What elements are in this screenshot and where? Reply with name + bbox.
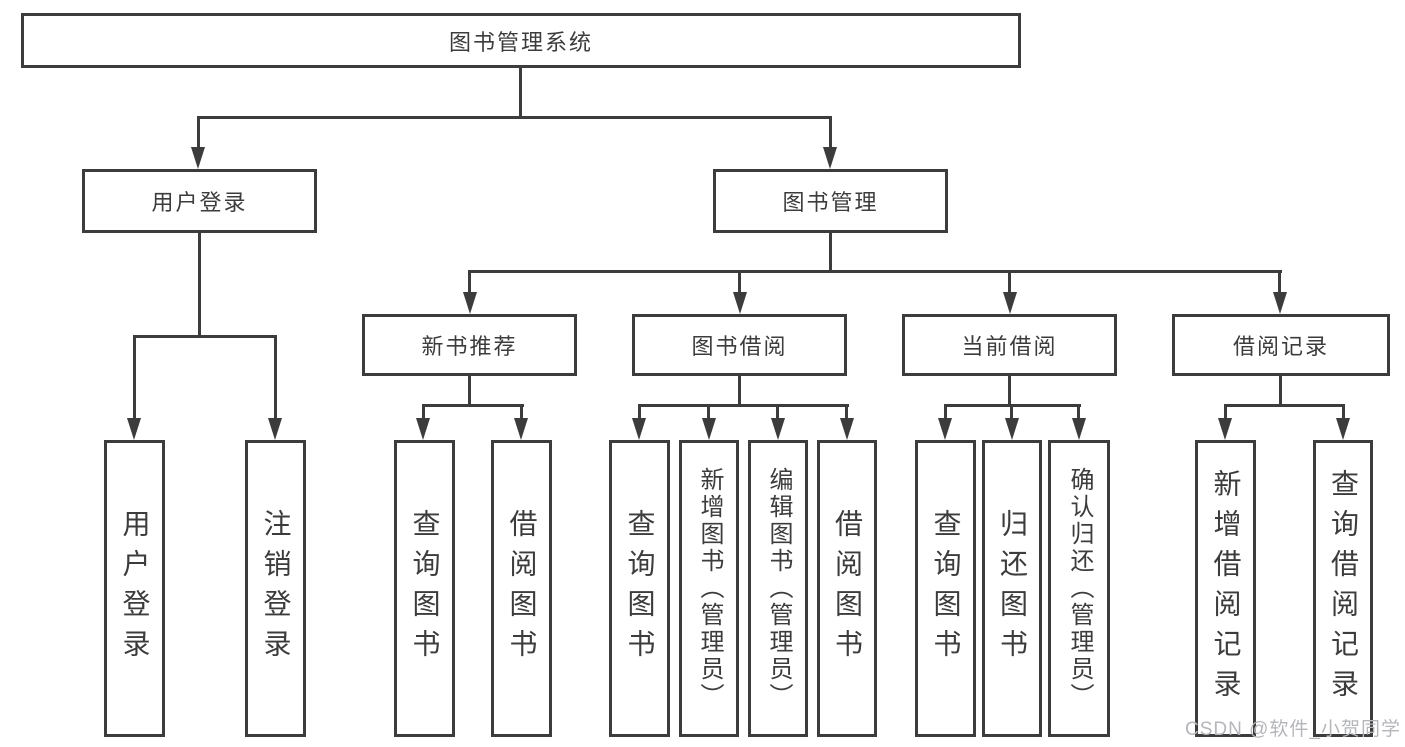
leaf-user-login: 用户登录: [104, 440, 165, 737]
arrowhead-icon: [702, 418, 716, 440]
arrowhead-icon: [771, 418, 785, 440]
connector-stem: [707, 404, 710, 420]
connector-stem: [1010, 404, 1013, 420]
node-book-management-label: 图书管理: [782, 190, 879, 215]
connector-stem: [738, 376, 741, 407]
arrowhead-icon: [1273, 292, 1287, 314]
connector-hline: [1224, 404, 1345, 407]
arrowhead-icon: [514, 418, 528, 440]
node-book-management: 图书管理: [713, 169, 948, 233]
node-new-book-recommend-label: 新书推荐: [421, 334, 518, 359]
leaf-query-books-recommend-label: 查询图书: [409, 508, 441, 669]
csdn-watermark: CSDN @软件_小贺同学: [1185, 719, 1401, 740]
connector-stem: [1278, 270, 1281, 294]
leaf-logout-label: 注销登录: [260, 508, 292, 669]
node-current-borrow-label: 当前借阅: [961, 334, 1058, 359]
arrowhead-icon: [463, 292, 477, 314]
arrowhead-icon: [127, 418, 141, 440]
leaf-add-borrow-record-label: 新增借阅记录: [1210, 468, 1242, 709]
connector-stem: [638, 404, 641, 420]
leaf-user-login-label: 用户登录: [119, 508, 151, 669]
connector-stem: [829, 116, 832, 149]
leaf-query-books-borrow-label: 查询图书: [624, 508, 656, 669]
arrowhead-icon: [1005, 418, 1019, 440]
arrowhead-icon: [268, 418, 282, 440]
connector-stem: [520, 404, 523, 420]
arrowhead-icon: [632, 418, 646, 440]
connector-stem: [133, 335, 136, 420]
leaf-query-borrow-record: 查询借阅记录: [1313, 440, 1373, 737]
connector-stem: [1077, 404, 1080, 420]
arrowhead-icon: [840, 418, 854, 440]
leaf-return-book-label: 归还图书: [997, 508, 1028, 669]
leaf-borrow-books-recommend: 借阅图书: [491, 440, 552, 737]
connector-stem: [1008, 376, 1011, 407]
leaf-add-borrow-record: 新增借阅记录: [1195, 440, 1256, 737]
leaf-logout: 注销登录: [245, 440, 306, 737]
arrowhead-icon: [733, 292, 747, 314]
connector-stem: [468, 376, 471, 407]
arrowhead-icon: [416, 418, 430, 440]
connector-stem: [1008, 270, 1011, 294]
node-borrow-records-label: 借阅记录: [1232, 334, 1329, 359]
leaf-return-book: 归还图书: [982, 440, 1042, 737]
arrowhead-icon: [1003, 292, 1017, 314]
leaf-add-book-admin: 新增图书（管理员）: [679, 440, 739, 737]
connector-hline: [422, 404, 524, 407]
connector-level3-hline: [468, 270, 1282, 273]
connector-hline: [638, 404, 849, 407]
connector-stem: [845, 404, 848, 420]
connector-stem: [738, 270, 741, 294]
node-borrow-records: 借阅记录: [1172, 314, 1390, 376]
node-root-label: 图书管理系统: [448, 29, 593, 55]
arrowhead-icon: [1336, 418, 1350, 440]
connector-level2-hline: [197, 116, 832, 119]
connector-stem: [944, 404, 947, 420]
leaf-query-books-current-label: 查询图书: [930, 508, 962, 669]
arrowhead-icon: [1072, 418, 1086, 440]
arrowhead-icon: [191, 147, 205, 169]
connector-hline: [133, 335, 277, 338]
connector-stem: [197, 116, 200, 149]
leaf-query-borrow-record-label: 查询借阅记录: [1328, 468, 1359, 709]
leaf-edit-book-admin: 编辑图书（管理员）: [748, 440, 808, 737]
connector-stem: [198, 233, 201, 338]
connector-stem: [776, 404, 779, 420]
connector-stem: [1342, 404, 1345, 420]
leaf-confirm-return-admin: 确认归还（管理员）: [1048, 440, 1110, 737]
leaf-query-books-borrow: 查询图书: [609, 440, 670, 737]
leaf-borrow-books-label: 借阅图书: [832, 508, 863, 669]
connector-root-stem: [519, 68, 522, 119]
connector-stem: [1224, 404, 1227, 420]
node-user-login-label: 用户登录: [151, 190, 248, 215]
node-book-borrow-label: 图书借阅: [691, 334, 788, 359]
node-new-book-recommend: 新书推荐: [362, 314, 577, 376]
leaf-edit-book-admin-label: 编辑图书（管理员）: [765, 467, 792, 710]
leaf-query-books-recommend: 查询图书: [394, 440, 455, 737]
connector-stem: [274, 335, 277, 420]
node-root: 图书管理系统: [21, 13, 1021, 68]
node-current-borrow: 当前借阅: [902, 314, 1117, 376]
connector-stem: [422, 404, 425, 420]
node-user-login: 用户登录: [82, 169, 317, 233]
leaf-borrow-books: 借阅图书: [817, 440, 877, 737]
arrowhead-icon: [823, 147, 837, 169]
leaf-query-books-current: 查询图书: [915, 440, 976, 737]
node-book-borrow: 图书借阅: [632, 314, 847, 376]
connector-stem: [829, 233, 832, 273]
connector-stem: [1279, 376, 1282, 407]
connector-stem: [468, 270, 471, 294]
leaf-add-book-admin-label: 新增图书（管理员）: [696, 467, 723, 710]
leaf-confirm-return-admin-label: 确认归还（管理员）: [1066, 467, 1093, 710]
arrowhead-icon: [1218, 418, 1232, 440]
arrowhead-icon: [938, 418, 952, 440]
leaf-borrow-books-recommend-label: 借阅图书: [506, 508, 538, 669]
